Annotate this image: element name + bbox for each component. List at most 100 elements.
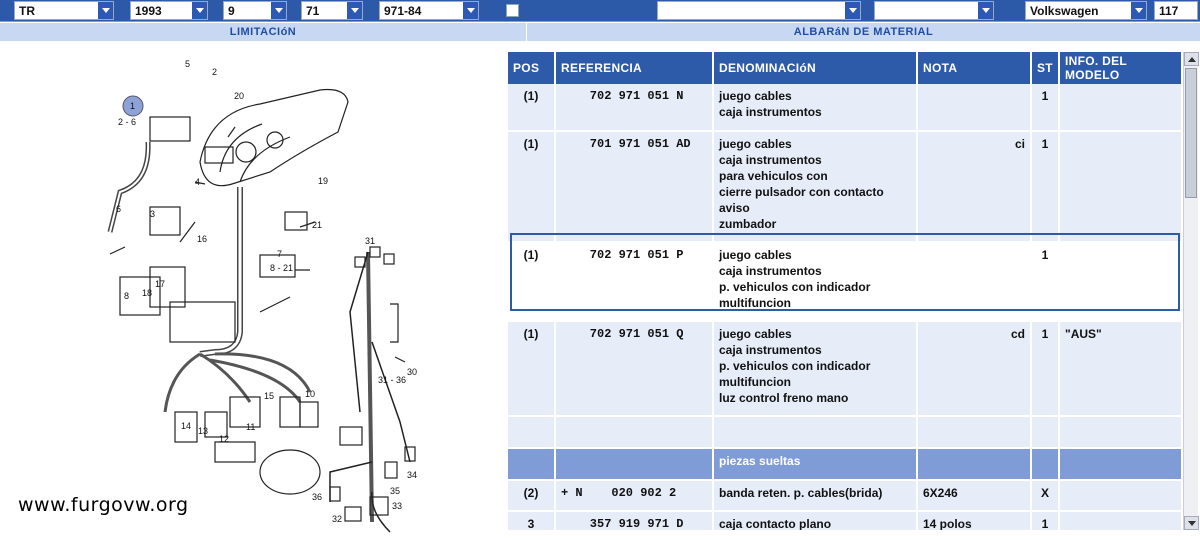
- callout-10[interactable]: 10: [305, 389, 315, 399]
- callout-2[interactable]: 2: [212, 67, 217, 77]
- callout-3[interactable]: 3: [150, 209, 155, 219]
- col-referencia[interactable]: REFERENCIA: [555, 52, 714, 84]
- denominacion-line: caja instrumentos: [719, 264, 822, 278]
- chevron-down-icon[interactable]: [270, 2, 286, 19]
- watermark-text: www.furgovw.org: [18, 494, 189, 516]
- callout-11[interactable]: 11: [246, 422, 255, 432]
- callout-4[interactable]: 4: [195, 177, 200, 187]
- callout-5[interactable]: 5: [185, 59, 190, 69]
- scroll-thumb[interactable]: [1185, 68, 1197, 198]
- cell-st: 1: [1031, 321, 1060, 417]
- cell-pos: [508, 416, 556, 449]
- callout-16[interactable]: 16: [197, 234, 207, 244]
- denominacion-line: multifuncion: [719, 375, 791, 389]
- cell-referencia: [555, 416, 714, 449]
- col-st[interactable]: ST: [1031, 52, 1060, 84]
- chevron-down-icon[interactable]: [97, 2, 113, 19]
- col-info-modelo[interactable]: INFO. DEL MODELO: [1059, 52, 1182, 84]
- cell-info-modelo: [1059, 448, 1182, 481]
- chevron-down-icon[interactable]: [346, 2, 362, 19]
- callout-12[interactable]: 12: [219, 434, 229, 444]
- callout-21[interactable]: 21: [312, 220, 322, 230]
- callout-36[interactable]: 36: [312, 492, 322, 502]
- subgroup-select[interactable]: 71: [301, 1, 363, 20]
- filter-checkbox[interactable]: [506, 4, 519, 17]
- denominacion-line: juego cables: [719, 137, 792, 151]
- cell-pos: (1): [508, 242, 556, 322]
- illustration-select[interactable]: 971-84: [379, 1, 479, 20]
- cell-referencia: 702 971 051 Q: [555, 321, 714, 417]
- callout-19[interactable]: 19: [318, 176, 328, 186]
- nota-value: 6X246: [923, 486, 958, 500]
- cell-denominacion: juego cables caja instrumentos para vehicu…: [713, 131, 918, 243]
- callout-7[interactable]: 7: [277, 249, 282, 259]
- cell-info-modelo: [1059, 242, 1182, 322]
- callout-14[interactable]: 14: [181, 421, 191, 431]
- callout-2-6[interactable]: 2 - 6: [118, 117, 136, 127]
- callout-20[interactable]: 20: [234, 91, 244, 101]
- callout-8-21[interactable]: 8 - 21: [270, 263, 293, 273]
- denominacion-line: p. vehiculos con indicador: [719, 280, 871, 294]
- callout-18[interactable]: 18: [142, 288, 152, 298]
- page-field[interactable]: 117: [1154, 1, 1198, 20]
- callout-31[interactable]: 31: [365, 236, 375, 246]
- callout-35[interactable]: 35: [390, 486, 400, 496]
- callout-30[interactable]: 30: [407, 367, 417, 377]
- callout-32[interactable]: 32: [332, 514, 342, 524]
- cell-pos: 3: [508, 511, 556, 530]
- parts-diagram[interactable]: 1 2 - 6 2 3 4 5 6 7 8 8 - 21 10 11 12 13…: [0, 42, 500, 536]
- denominacion-line: para vehiculos con: [719, 169, 828, 183]
- callout-33[interactable]: 33: [392, 501, 402, 511]
- vertical-scrollbar[interactable]: [1183, 52, 1199, 530]
- chevron-down-icon[interactable]: [1130, 2, 1146, 19]
- wiring-harness-illustration: 1 2 - 6 2 3 4 5 6 7 8 8 - 21 10 11 12 13…: [107, 59, 417, 533]
- cell-nota: [917, 242, 1032, 322]
- filter1-select[interactable]: [657, 1, 861, 20]
- year-select[interactable]: 1993: [130, 1, 208, 20]
- filter2-select[interactable]: [874, 1, 994, 20]
- denominacion-line: caja instrumentos: [719, 153, 822, 167]
- cell-referencia: + N 020 902 2: [555, 480, 714, 512]
- col-nota[interactable]: NOTA: [917, 52, 1032, 84]
- denominacion-line: juego cables: [719, 327, 792, 341]
- table-row[interactable]: (2)+ N 020 902 2 banda reten. p. cables(…: [508, 480, 1182, 512]
- limitation-header: LIMITACIóN: [0, 23, 526, 41]
- table-row[interactable]: 3 357 919 971 D caja contacto planoempla…: [508, 511, 1182, 530]
- callout-17[interactable]: 17: [155, 279, 165, 289]
- cell-info-modelo: [1059, 416, 1182, 449]
- callout-6[interactable]: 6: [116, 204, 121, 214]
- group-select[interactable]: 9: [223, 1, 287, 20]
- group-value: 9: [228, 4, 235, 18]
- cell-denominacion: [713, 416, 918, 449]
- section-row[interactable]: piezas sueltas: [508, 448, 1182, 481]
- cell-nota: [917, 416, 1032, 449]
- selector-toolbar: TR 1993 9 71 971-84 Volkswagen 117: [0, 0, 1200, 22]
- callout-8[interactable]: 8: [124, 291, 129, 301]
- denominacion-line: caja instrumentos: [719, 105, 822, 119]
- callout-31-36[interactable]: 31 - 36: [378, 375, 406, 385]
- callout-13[interactable]: 13: [198, 426, 208, 436]
- chevron-down-icon[interactable]: [844, 2, 860, 19]
- chevron-down-icon[interactable]: [462, 2, 478, 19]
- scroll-up-icon[interactable]: [1184, 52, 1199, 66]
- chevron-down-icon[interactable]: [191, 2, 207, 19]
- brand-select[interactable]: Volkswagen: [1025, 1, 1147, 20]
- cell-nota: 14 polos U1: [917, 511, 1032, 530]
- scroll-down-icon[interactable]: [1184, 516, 1199, 530]
- chevron-down-icon[interactable]: [977, 2, 993, 19]
- callout-34[interactable]: 34: [407, 470, 417, 480]
- col-denominacion[interactable]: DENOMINACIóN: [713, 52, 918, 84]
- cell-info-modelo: [1059, 131, 1182, 243]
- cell-st: 1: [1031, 84, 1060, 132]
- col-pos[interactable]: POS: [508, 52, 556, 84]
- callout-15[interactable]: 15: [264, 391, 274, 401]
- market-select[interactable]: TR: [14, 1, 114, 20]
- cell-info-modelo: [1059, 84, 1182, 132]
- table-row[interactable]: [508, 416, 1182, 449]
- callout-1[interactable]: 1: [130, 101, 135, 111]
